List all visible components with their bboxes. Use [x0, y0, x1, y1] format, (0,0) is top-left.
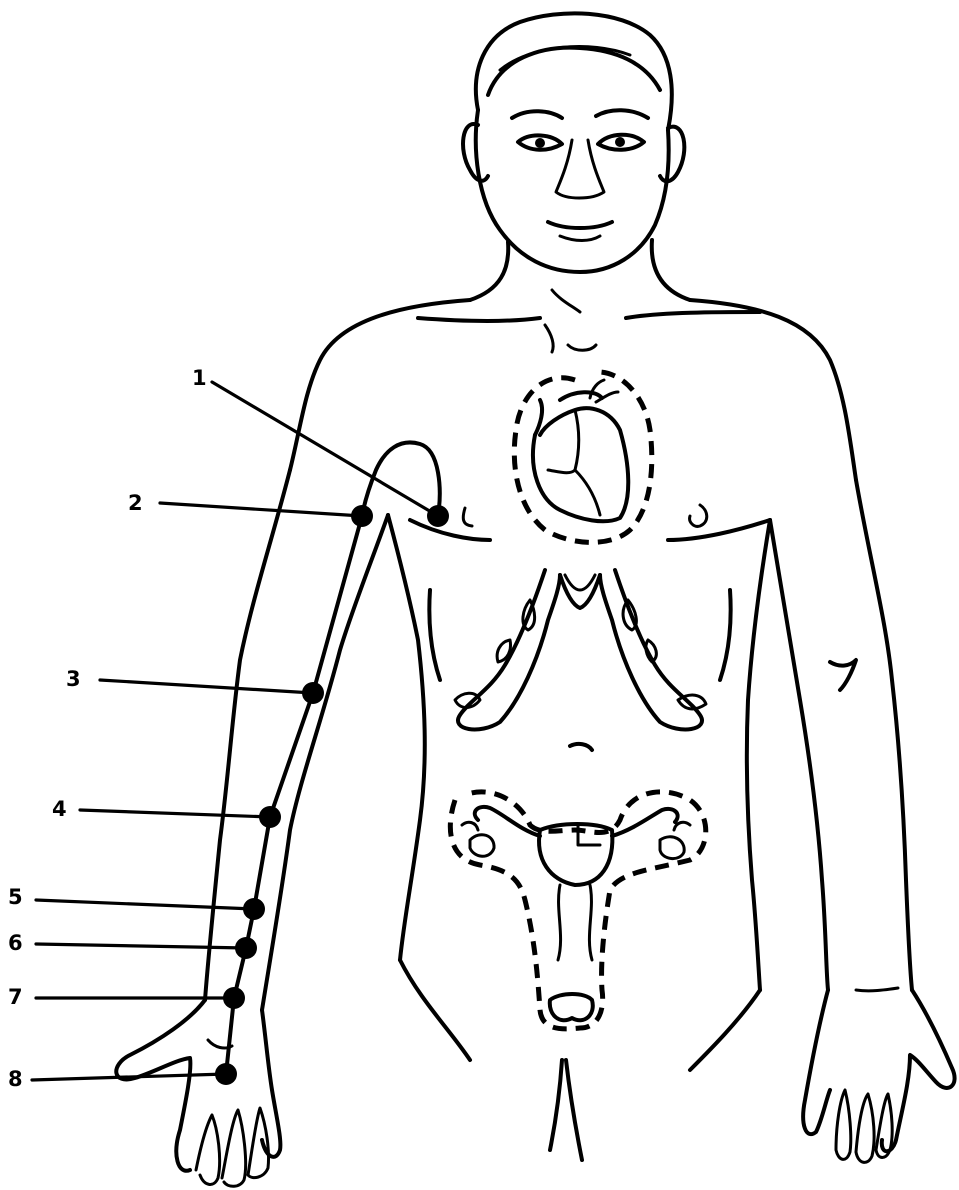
human-figure-outline: [116, 13, 954, 1186]
heart-icon: [514, 372, 651, 543]
label-2: 2: [128, 491, 143, 515]
leader-line-5: [36, 900, 254, 909]
label-8: 8: [8, 1067, 23, 1091]
leader-line-1: [212, 382, 438, 516]
label-7: 7: [8, 985, 23, 1009]
leader-line-2: [160, 503, 362, 516]
label-3: 3: [66, 667, 81, 691]
acupoint-dots: [215, 505, 449, 1085]
leader-line-6: [36, 944, 246, 948]
leader-line-3: [100, 680, 313, 693]
uterus-ovaries-icon: [450, 792, 705, 1029]
arm-meridian-line: [226, 442, 440, 1074]
label-1: 1: [192, 366, 207, 390]
point-labels: 1 2 3 4 5 6 7 8: [8, 366, 207, 1091]
leader-lines: [32, 382, 438, 1080]
label-4: 4: [52, 797, 67, 821]
label-5: 5: [8, 885, 23, 909]
leader-line-4: [80, 810, 270, 817]
label-6: 6: [8, 931, 23, 955]
